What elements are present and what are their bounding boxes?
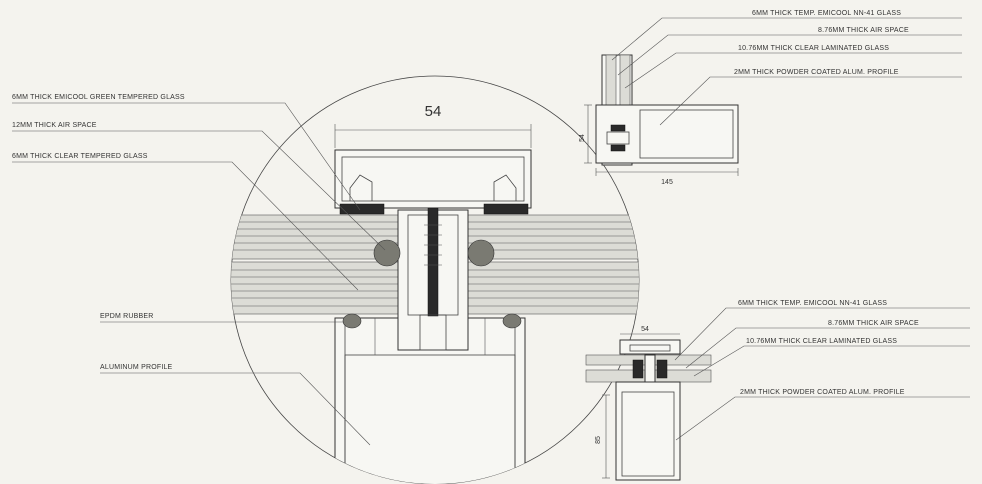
- bottom-dim-width: 54: [641, 326, 649, 333]
- bottom-label-laminated: 10.76MM THICK CLEAR LAMINATED GLASS: [746, 338, 897, 345]
- top-dim-width: 145: [661, 179, 673, 186]
- label-aluminum-profile: ALUMINUM PROFILE: [100, 364, 173, 371]
- epdm-gasket-right: [502, 313, 522, 329]
- top-label-outer-glass: 6MM THICK TEMP. EMICOOL NN-41 GLASS: [752, 10, 901, 17]
- bottom-right-callouts: 6MM THICK TEMP. EMICOOL NN-41 GLASS 8.76…: [674, 300, 970, 441]
- bottom-label-profile: 2MM THICK POWDER COATED ALUM. PROFILE: [740, 389, 905, 396]
- top-label-profile: 2MM THICK POWDER COATED ALUM. PROFILE: [734, 69, 899, 76]
- top-label-air-space: 8.76MM THICK AIR SPACE: [818, 27, 909, 34]
- label-outer-glass: 6MM THICK EMICOOL GREEN TEMPERED GLASS: [12, 94, 185, 101]
- screw-boss: [397, 207, 469, 351]
- pressure-cap: [334, 149, 532, 215]
- spacer-left: [373, 239, 401, 267]
- top-right-callouts: 6MM THICK TEMP. EMICOOL NN-41 GLASS 8.76…: [611, 10, 962, 126]
- bottom-label-air-space: 8.76MM THICK AIR SPACE: [828, 320, 919, 327]
- label-inner-glass: 6MM THICK CLEAR TEMPERED GLASS: [12, 153, 148, 160]
- top-label-laminated: 10.76MM THICK CLEAR LAMINATED GLASS: [738, 45, 889, 52]
- cap-width-dimension: 54: [334, 103, 532, 148]
- label-epdm-rubber: EPDM RUBBER: [100, 313, 154, 320]
- spacer-right: [467, 239, 495, 267]
- top-dim-height: 54: [579, 134, 586, 142]
- bottom-label-outer-glass: 6MM THICK TEMP. EMICOOL NN-41 GLASS: [738, 300, 887, 307]
- top-right-section: 54 145: [579, 54, 739, 186]
- bottom-dim-height: 85: [595, 436, 602, 444]
- cap-width-label: 54: [425, 103, 442, 120]
- main-callouts: 6MM THICK EMICOOL GREEN TEMPERED GLASS 1…: [12, 94, 386, 446]
- epdm-gasket-left: [342, 313, 362, 329]
- label-air-space: 12MM THICK AIR SPACE: [12, 122, 97, 129]
- bottom-right-section: 54 85: [585, 326, 712, 481]
